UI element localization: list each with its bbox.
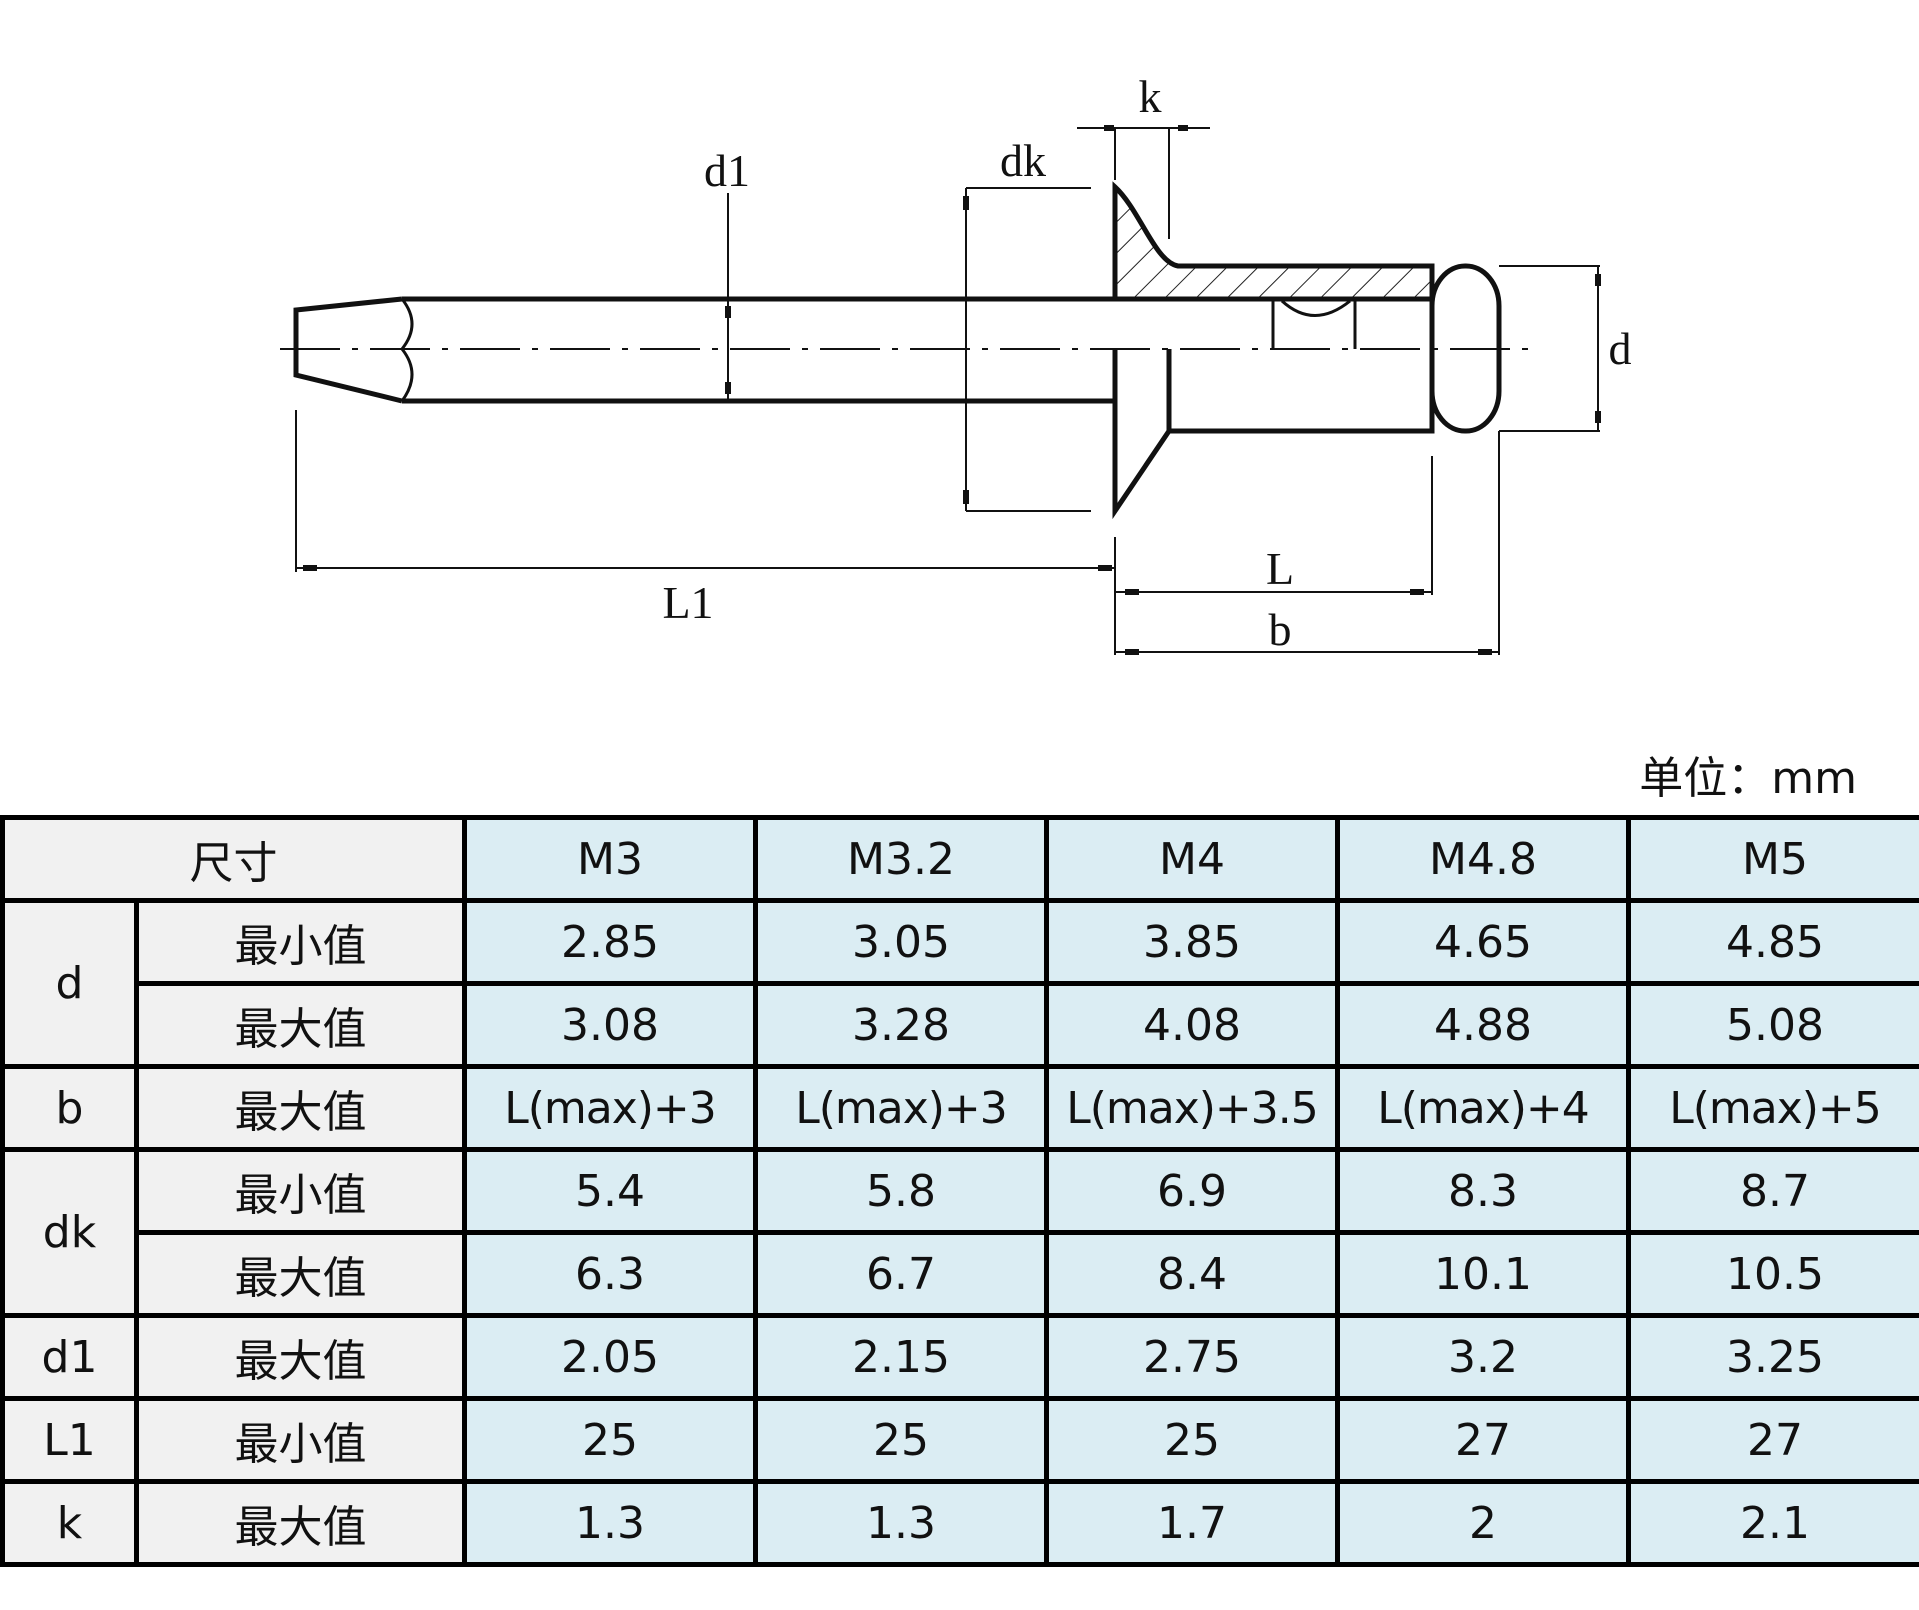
label-L1: L1 bbox=[662, 577, 713, 628]
kind-label: 最大值 bbox=[134, 1313, 467, 1401]
value-cell: 8.7 bbox=[1626, 1147, 1919, 1235]
value-cell: 2 bbox=[1335, 1479, 1631, 1567]
value-cell: 5.8 bbox=[753, 1147, 1049, 1235]
value-cell: 5.4 bbox=[462, 1147, 758, 1235]
param-label: d bbox=[0, 898, 139, 1069]
value-cell: L(max)+3 bbox=[462, 1064, 758, 1152]
rivet-body-section bbox=[1112, 181, 1435, 520]
value-cell: 2.1 bbox=[1626, 1479, 1919, 1567]
size-header: M4 bbox=[1044, 815, 1340, 903]
param-label: d1 bbox=[0, 1313, 139, 1401]
value-cell: 25 bbox=[753, 1396, 1049, 1484]
table-row: L1 最小值 25 25 25 27 27 bbox=[0, 1396, 1919, 1484]
header-label: 尺寸 bbox=[0, 815, 467, 903]
value-cell: 4.65 bbox=[1335, 898, 1631, 986]
value-cell: L(max)+3.5 bbox=[1044, 1064, 1340, 1152]
kind-label: 最大值 bbox=[134, 1064, 467, 1152]
value-cell: 4.85 bbox=[1626, 898, 1919, 986]
table-row: d1 最大值 2.05 2.15 2.75 3.2 3.25 bbox=[0, 1313, 1919, 1401]
value-cell: 3.25 bbox=[1626, 1313, 1919, 1401]
value-cell: 10.1 bbox=[1335, 1230, 1631, 1318]
label-b: b bbox=[1269, 604, 1292, 655]
value-cell: 2.15 bbox=[753, 1313, 1049, 1401]
spec-table: 尺寸 M3 M3.2 M4 M4.8 M5 d 最小值 2.85 3.05 3.… bbox=[0, 815, 1919, 1567]
size-header: M5 bbox=[1626, 815, 1919, 903]
header-row: 尺寸 M3 M3.2 M4 M4.8 M5 bbox=[0, 815, 1919, 903]
value-cell: 6.3 bbox=[462, 1230, 758, 1318]
param-label: b bbox=[0, 1064, 139, 1152]
value-cell: 27 bbox=[1335, 1396, 1631, 1484]
value-cell: 25 bbox=[1044, 1396, 1340, 1484]
value-cell: 4.88 bbox=[1335, 981, 1631, 1069]
value-cell: 3.05 bbox=[753, 898, 1049, 986]
param-label: L1 bbox=[0, 1396, 139, 1484]
value-cell: 1.7 bbox=[1044, 1479, 1340, 1567]
value-cell: 25 bbox=[462, 1396, 758, 1484]
value-cell: 3.28 bbox=[753, 981, 1049, 1069]
value-cell: 2.75 bbox=[1044, 1313, 1340, 1401]
label-k: k bbox=[1139, 71, 1162, 122]
unit-label: 单位：mm bbox=[1639, 753, 1857, 804]
kind-label: 最小值 bbox=[134, 1396, 467, 1484]
size-header: M3.2 bbox=[753, 815, 1049, 903]
value-cell: 27 bbox=[1626, 1396, 1919, 1484]
value-cell: 2.85 bbox=[462, 898, 758, 986]
table-row: 最大值 3.08 3.28 4.08 4.88 5.08 bbox=[3, 981, 1919, 1069]
kind-label: 最大值 bbox=[134, 1479, 467, 1567]
value-cell: 8.4 bbox=[1044, 1230, 1340, 1318]
value-cell: 3.2 bbox=[1335, 1313, 1631, 1401]
value-cell: L(max)+4 bbox=[1335, 1064, 1631, 1152]
table-row: k 最大值 1.3 1.3 1.7 2 2.1 bbox=[0, 1479, 1919, 1567]
kind-label: 最大值 bbox=[134, 981, 467, 1069]
value-cell: 10.5 bbox=[1626, 1230, 1919, 1318]
label-L: L bbox=[1266, 543, 1294, 594]
table-row: d 最小值 2.85 3.05 3.85 4.65 4.85 bbox=[0, 898, 1919, 1069]
value-cell: 2.05 bbox=[462, 1313, 758, 1401]
param-label: k bbox=[0, 1479, 139, 1567]
size-header: M4.8 bbox=[1335, 815, 1631, 903]
value-cell: 5.08 bbox=[1626, 981, 1919, 1069]
kind-label: 最小值 bbox=[134, 898, 467, 986]
table-row: b 最大值 L(max)+3 L(max)+3 L(max)+3.5 L(max… bbox=[0, 1064, 1919, 1152]
value-cell: 3.85 bbox=[1044, 898, 1340, 986]
table-row: 最大值 6.3 6.7 8.4 10.1 10.5 bbox=[3, 1230, 1919, 1318]
kind-label: 最大值 bbox=[134, 1230, 467, 1318]
param-label: dk bbox=[0, 1147, 139, 1318]
value-cell: 1.3 bbox=[462, 1479, 758, 1567]
value-cell: 6.7 bbox=[753, 1230, 1049, 1318]
rivet-technical-drawing: d1 dk k d L1 L b bbox=[280, 71, 1632, 655]
value-cell: L(max)+5 bbox=[1626, 1064, 1919, 1152]
value-cell: 8.3 bbox=[1335, 1147, 1631, 1235]
label-dk: dk bbox=[1000, 135, 1046, 186]
label-d1: d1 bbox=[704, 145, 750, 196]
value-cell: 1.3 bbox=[753, 1479, 1049, 1567]
value-cell: L(max)+3 bbox=[753, 1064, 1049, 1152]
value-cell: 4.08 bbox=[1044, 981, 1340, 1069]
value-cell: 3.08 bbox=[462, 981, 758, 1069]
kind-label: 最小值 bbox=[134, 1147, 467, 1235]
value-cell: 6.9 bbox=[1044, 1147, 1340, 1235]
dimension-lines bbox=[295, 127, 1600, 655]
size-header: M3 bbox=[462, 815, 758, 903]
label-d: d bbox=[1609, 323, 1632, 374]
dimension-arrows bbox=[303, 125, 1601, 655]
table-row: dk 最小值 5.4 5.8 6.9 8.3 8.7 bbox=[0, 1147, 1919, 1318]
